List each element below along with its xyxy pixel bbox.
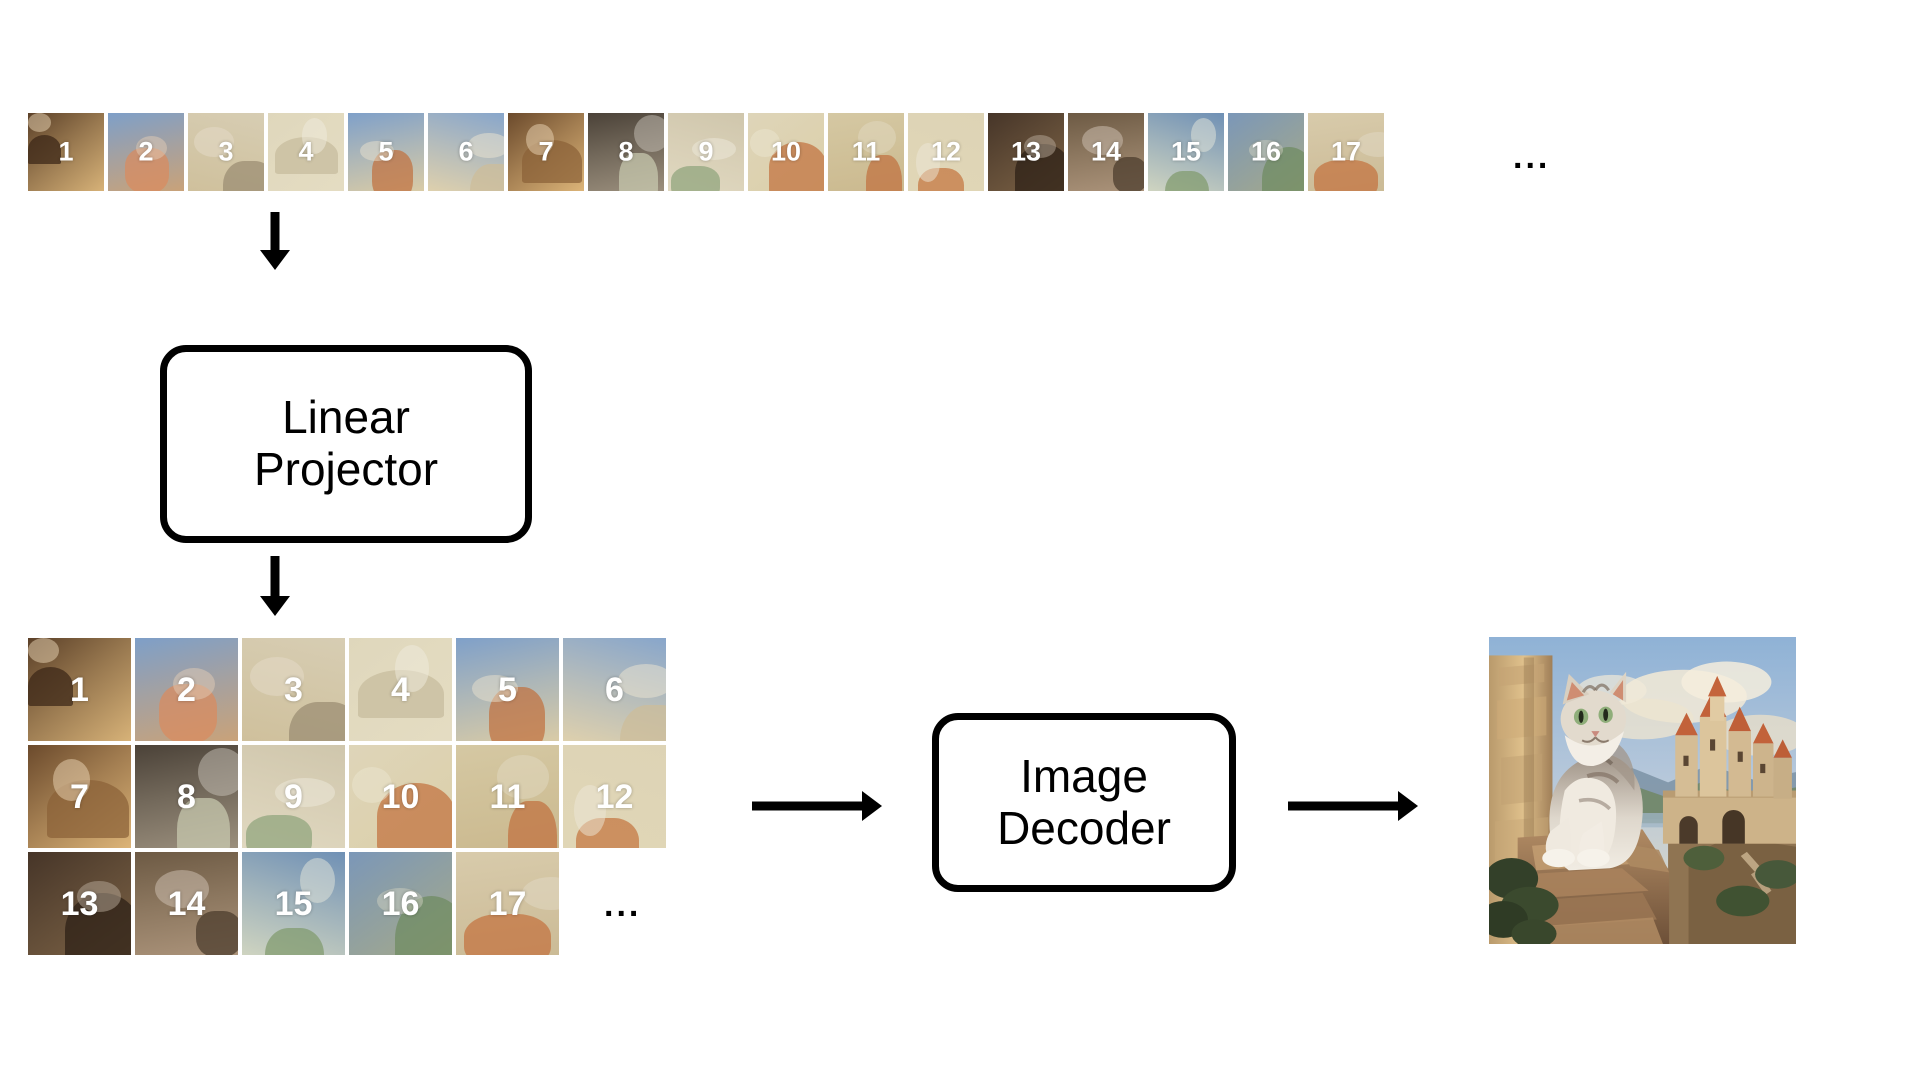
image-patch: 12 (908, 113, 984, 191)
patch-thumbnail (1308, 113, 1384, 191)
image-patch: 1 (28, 638, 131, 741)
patch-thumbnail (242, 745, 345, 848)
arrow-strip-to-projector (260, 212, 290, 270)
patch-thumbnail (563, 745, 666, 848)
patch-thumbnail (188, 113, 264, 191)
patch-thumbnail (28, 113, 104, 191)
patch-grid-ellipsis: ... (604, 886, 642, 924)
image-patch: 2 (135, 638, 238, 741)
image-patch: 7 (508, 113, 584, 191)
patch-thumbnail (108, 113, 184, 191)
patch-thumbnail (349, 638, 452, 741)
image-decoder-box[interactable]: Image Decoder (932, 713, 1236, 892)
image-patch: 3 (188, 113, 264, 191)
patch-thumbnail (135, 852, 238, 955)
linear-projector-label-line2: Projector (253, 443, 439, 495)
image-decoder-label-line2: Decoder (997, 801, 1171, 854)
linear-projector-label-line1: Linear (282, 391, 410, 444)
image-patch: 6 (563, 638, 666, 741)
patch-thumbnail (563, 638, 666, 741)
image-patch: 15 (1148, 113, 1224, 191)
patch-thumbnail (828, 113, 904, 191)
image-patch: 13 (28, 852, 131, 955)
patch-thumbnail (349, 745, 452, 848)
image-decoder-label-line1: Image (1020, 749, 1148, 802)
patch-thumbnail (28, 638, 131, 741)
image-patch: 11 (828, 113, 904, 191)
image-patch: 6 (428, 113, 504, 191)
patch-thumbnail (988, 113, 1064, 191)
image-patch: 14 (1068, 113, 1144, 191)
linear-projector-box[interactable]: Linear Projector (160, 345, 532, 543)
patch-thumbnail (242, 852, 345, 955)
patch-thumbnail (508, 113, 584, 191)
patch-thumbnail (348, 113, 424, 191)
patch-thumbnail (28, 852, 131, 955)
image-patch: 16 (349, 852, 452, 955)
patch-strip-ellipsis: ... (1513, 138, 1551, 176)
patch-thumbnail (456, 852, 559, 955)
image-patch: 4 (349, 638, 452, 741)
image-patch: 5 (348, 113, 424, 191)
image-patch: 15 (242, 852, 345, 955)
image-patch: 2 (108, 113, 184, 191)
arrow-decoder-to-output (1288, 791, 1418, 821)
patch-thumbnail (28, 745, 131, 848)
patch-thumbnail (135, 638, 238, 741)
image-patch: 3 (242, 638, 345, 741)
image-patch: 17 (1308, 113, 1384, 191)
decoded-output-image (1489, 637, 1796, 944)
patch-thumbnail (135, 745, 238, 848)
arrow-projector-to-grid (260, 556, 290, 618)
patch-thumbnail (1228, 113, 1304, 191)
image-patch: 4 (268, 113, 344, 191)
patch-thumbnail (428, 113, 504, 191)
patch-thumbnail (268, 113, 344, 191)
image-patch: 8 (588, 113, 664, 191)
image-patch: 16 (1228, 113, 1304, 191)
patch-thumbnail (588, 113, 664, 191)
patch-thumbnail (668, 113, 744, 191)
patch-thumbnail (456, 638, 559, 741)
patch-thumbnail (748, 113, 824, 191)
image-patch: 13 (988, 113, 1064, 191)
image-patch: 10 (748, 113, 824, 191)
image-patch: 9 (668, 113, 744, 191)
patch-thumbnail (242, 638, 345, 741)
image-patch: 17 (456, 852, 559, 955)
image-patch: 11 (456, 745, 559, 848)
image-patch: 12 (563, 745, 666, 848)
patch-thumbnail (1148, 113, 1224, 191)
arrow-grid-to-decoder (752, 791, 882, 821)
image-patch: 9 (242, 745, 345, 848)
patch-thumbnail (456, 745, 559, 848)
image-patch: 5 (456, 638, 559, 741)
image-patch: 8 (135, 745, 238, 848)
image-patch: 1 (28, 113, 104, 191)
patch-thumbnail (1068, 113, 1144, 191)
image-patch: 10 (349, 745, 452, 848)
image-patch: 7 (28, 745, 131, 848)
patch-thumbnail (908, 113, 984, 191)
patch-thumbnail (349, 852, 452, 955)
image-patch: 14 (135, 852, 238, 955)
output-illustration (1489, 637, 1796, 944)
